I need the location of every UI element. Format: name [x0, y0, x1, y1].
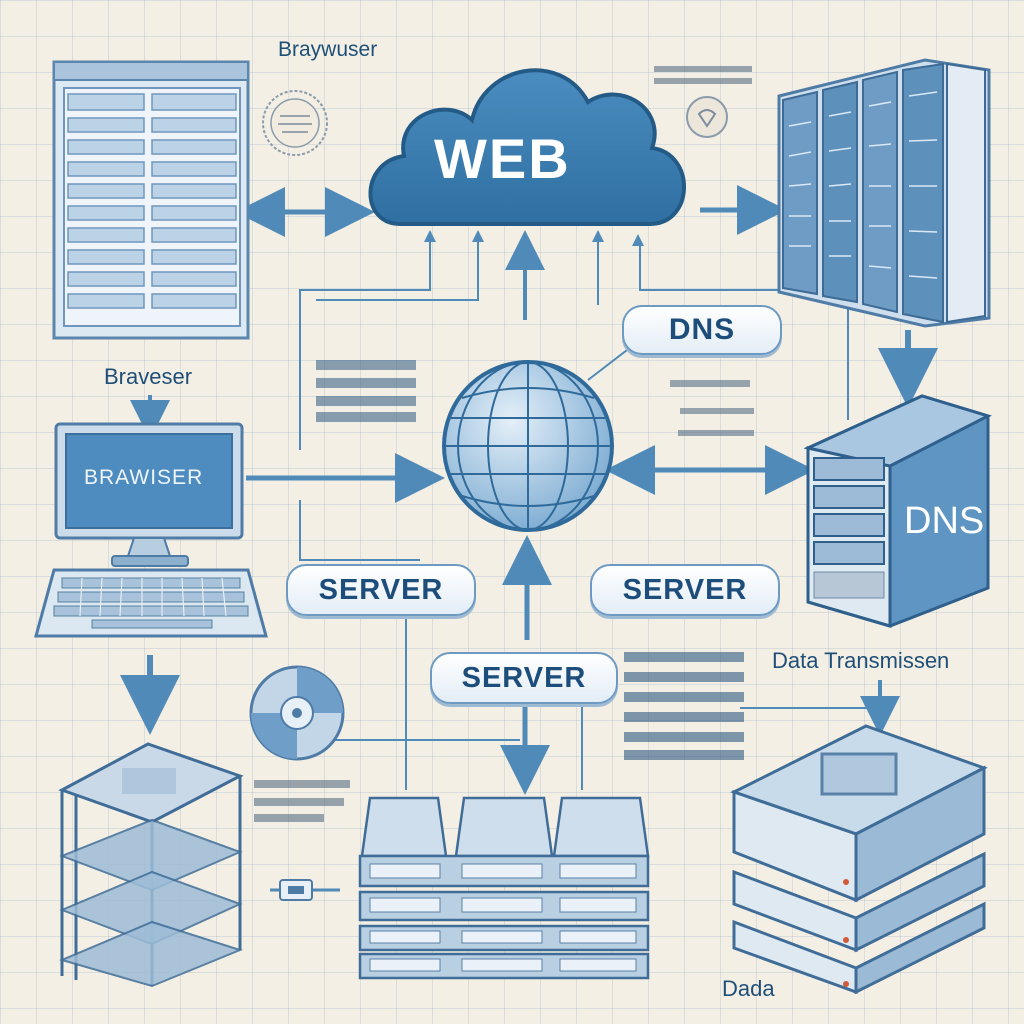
label-mid-browser: Braveser [104, 364, 193, 389]
dns-server-label: DNS [904, 500, 985, 542]
binary-block-left [316, 360, 416, 422]
dns-pill: DNS [622, 305, 782, 355]
dns-server-icon: DNS [803, 392, 992, 629]
cloud-icon: WEB [360, 44, 690, 234]
server-pill-left: SERVER [286, 564, 476, 616]
server-rack-icon [775, 56, 995, 328]
storage-server-icon [730, 722, 988, 995]
label-data-transmission: Data Transmissen [772, 648, 950, 673]
disc-icon [248, 664, 346, 762]
connector-icon [278, 878, 314, 902]
cloud-connectors [424, 230, 644, 246]
browser-window-icon [52, 60, 250, 340]
cloud-title: WEB [434, 127, 571, 190]
binary-block-bottom [624, 652, 744, 760]
monitor-icon: BRAWISER [54, 422, 246, 572]
binary-block-stack [254, 780, 350, 822]
seal-icon-right [684, 94, 730, 140]
server-pill-center: SERVER [430, 652, 618, 704]
binary-block-top [654, 66, 752, 84]
open-rack-icon [56, 740, 246, 990]
seal-icon [260, 88, 330, 158]
server-pill-right: SERVER [590, 564, 780, 616]
label-top-browser: Braywuser [278, 38, 378, 61]
server-stack-icon [356, 794, 652, 984]
binary-block-right [670, 380, 754, 436]
keyboard-icon [32, 566, 270, 644]
label-dada: Dada [722, 976, 775, 1001]
monitor-screen-label: BRAWISER [84, 466, 204, 489]
globe-icon [440, 358, 616, 534]
